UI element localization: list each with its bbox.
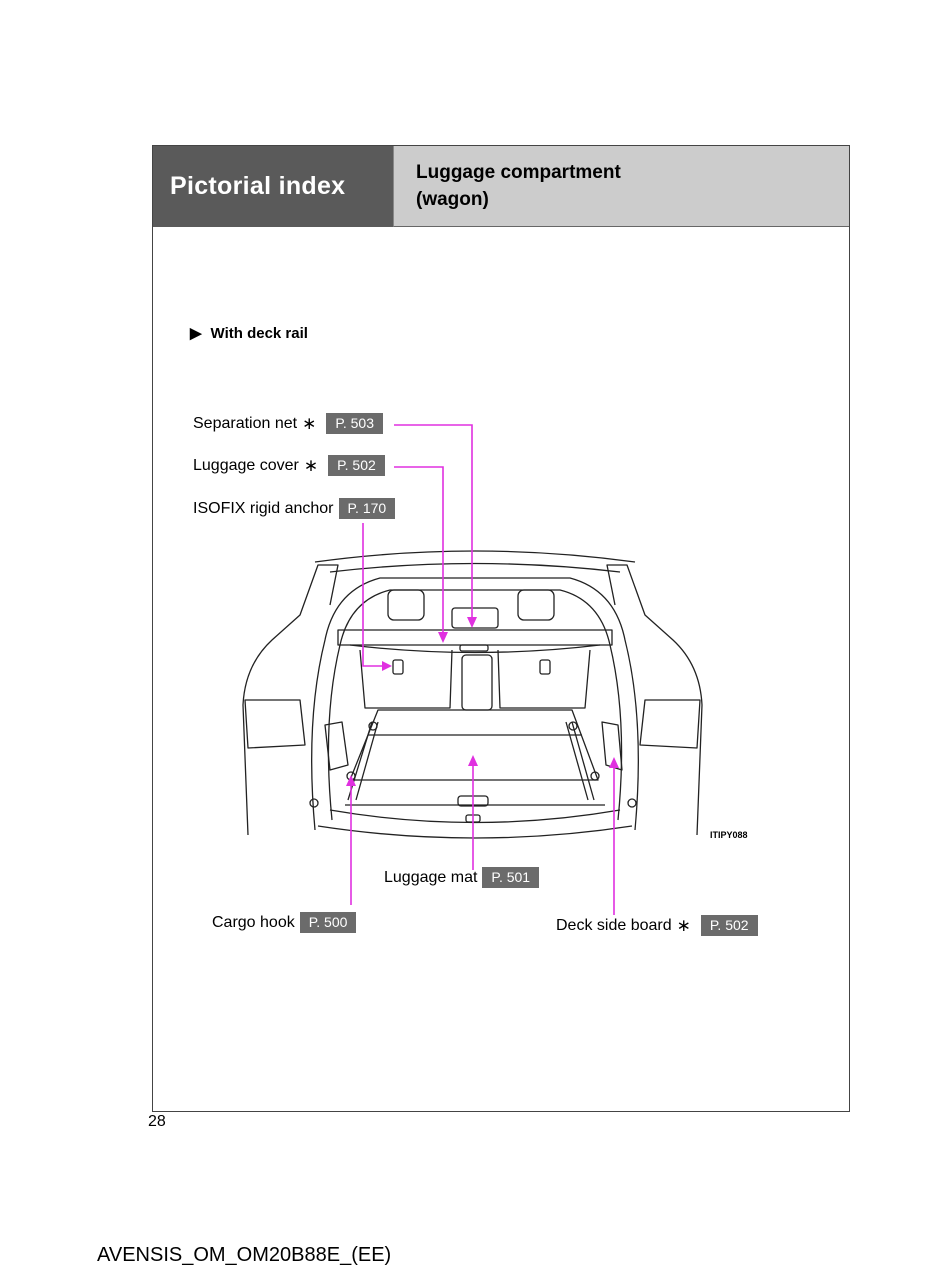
asterisk-mark: ∗ [676,915,691,935]
page-ref-link[interactable]: P. 503 [326,413,383,434]
page-frame: Pictorial index Luggage compartment (wag… [152,145,850,1112]
asterisk-mark: ∗ [302,413,317,433]
callout-isofix-anchor: ISOFIX rigid anchor P. 170 [193,498,396,519]
callout-cargo-hook: Cargo hook P. 500 [212,912,357,933]
page-number: 28 [148,1113,166,1130]
leader-lines [350,424,615,915]
page-ref-link[interactable]: P. 502 [700,915,758,936]
leader-arrowheads [346,617,619,786]
callout-label: Luggage mat [384,868,478,886]
subheading: ▶ With deck rail [190,324,308,343]
section-title: Pictorial index [153,146,393,227]
page-title-line2: (wagon) [416,189,489,210]
callout-label: Cargo hook [212,913,295,931]
page-ref-link[interactable]: P. 500 [299,912,357,933]
page-ref-link[interactable]: P. 501 [482,867,540,888]
page-ref-link[interactable]: P. 502 [328,455,385,476]
document-footer: AVENSIS_OM_OM20B88E_(EE) [97,1244,392,1266]
callout-label: Separation net [193,414,298,432]
page-title: Luggage compartment (wagon) [393,146,849,227]
callout-separation-net: Separation net ∗ P. 503 [193,413,383,434]
callout-label: Deck side board [556,916,672,934]
callout-label: ISOFIX rigid anchor [193,499,334,517]
callout-label: Luggage cover [193,456,299,474]
page-title-line1: Luggage compartment [416,162,621,183]
page-ref-link[interactable]: P. 170 [338,498,396,519]
callout-deck-side-board: Deck side board ∗ P. 502 [556,915,758,936]
illustration-code: ITIPY088 [710,830,748,840]
asterisk-mark: ∗ [303,455,319,475]
subheading-text: With deck rail [210,324,308,342]
triangle-marker-icon: ▶ [190,325,202,342]
callout-luggage-mat: Luggage mat P. 501 [384,867,540,888]
callout-luggage-cover: Luggage cover ∗ P. 502 [193,455,385,476]
